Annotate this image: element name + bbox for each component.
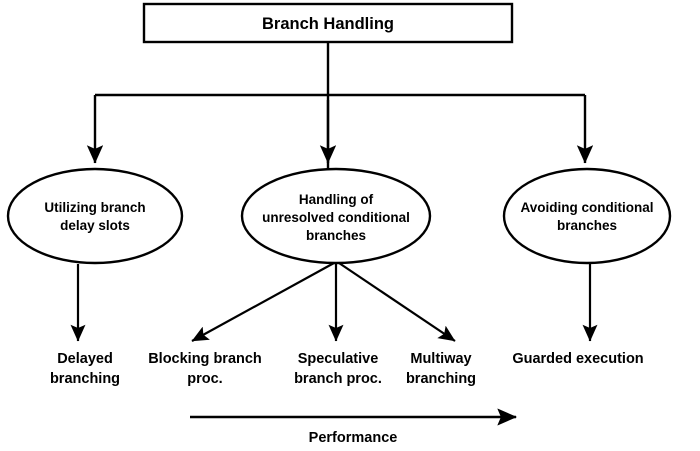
leaf-label-blocking-line1: Blocking branch — [148, 351, 262, 367]
category-ellipse-delay-slots — [6, 167, 184, 265]
leaf-label-guarded-execution: Guarded execution — [512, 351, 643, 367]
category-label-avoiding-line2: branches — [557, 218, 617, 233]
category-label-unresolved-line1: Handling of — [299, 192, 374, 207]
leaf-label-speculative-line2: branch proc. — [294, 371, 382, 387]
category-node-unresolved-conditional[interactable]: Handling of unresolved conditional branc… — [240, 167, 432, 265]
leaf-label-speculative-line1: Speculative — [298, 351, 379, 367]
leaf-label-delayed-branching-line1: Delayed — [57, 351, 113, 367]
root-node-box — [142, 2, 514, 44]
performance-axis-label: Performance — [309, 430, 398, 446]
category-label-delay-slots-line2: delay slots — [60, 218, 130, 233]
leaf-label-delayed-branching-line2: branching — [50, 371, 120, 387]
leaf-node-speculative-branch-proc[interactable]: Speculative branch proc. — [294, 351, 382, 387]
category-node-avoiding-conditional[interactable]: Avoiding conditional branches — [502, 167, 672, 265]
category-label-unresolved-line3: branches — [306, 228, 366, 243]
leaf-label-blocking-line2: proc. — [187, 371, 222, 387]
category-label-unresolved-line2: unresolved conditional — [262, 210, 410, 225]
leaf-label-multiway-line2: branching — [406, 371, 476, 387]
leaf-node-blocking-branch-proc[interactable]: Blocking branch proc. — [148, 351, 262, 387]
leaf-node-delayed-branching[interactable]: Delayed branching — [50, 351, 120, 387]
category-label-avoiding-line1: Avoiding conditional — [521, 200, 654, 215]
root-node-label: Branch Handling — [262, 15, 394, 33]
category-label-delay-slots-line1: Utilizing branch — [44, 200, 145, 215]
leaf-node-guarded-execution[interactable]: Guarded execution — [512, 351, 643, 367]
leaf-node-multiway-branching[interactable]: Multiway branching — [406, 351, 476, 387]
leaf-label-multiway-line1: Multiway — [410, 351, 471, 367]
connector-unresolved-to-blocking-branch-proc — [191, 262, 335, 342]
category-ellipse-avoiding-conditional — [502, 167, 672, 265]
performance-axis: Performance — [190, 408, 518, 446]
category-node-delay-slots[interactable]: Utilizing branch delay slots — [6, 167, 184, 265]
root-node-branch-handling[interactable]: Branch Handling — [142, 2, 514, 44]
connector-unresolved-to-multiway-branching — [338, 262, 456, 342]
